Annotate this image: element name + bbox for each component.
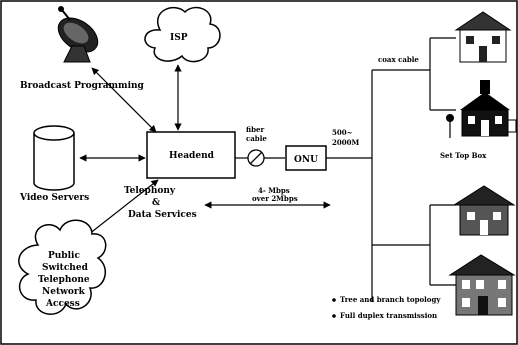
- set-top-box-label: Set Top Box: [440, 151, 487, 160]
- satellite-dish-icon: [52, 6, 104, 62]
- pstn-label-line4: Network: [42, 287, 86, 297]
- house-icon: [456, 12, 510, 62]
- isp-label: ISP: [170, 33, 188, 43]
- bullet-list: Tree and branch topology Full duplex tra…: [332, 295, 441, 320]
- two-story-house-icon: [450, 255, 514, 315]
- freq-label-line2: 2000M: [332, 138, 359, 147]
- bullet-tree-topology: Tree and branch topology: [340, 295, 441, 304]
- pstn-label-line5: Access: [45, 299, 80, 309]
- freq-label-line1: 500~: [332, 128, 353, 137]
- speed-label-line2: over 2Mbps: [252, 194, 298, 203]
- bullet-full-duplex: Full duplex transmission: [340, 311, 437, 320]
- pstn-label-line1: Public: [48, 251, 80, 261]
- bullet-dot: [332, 298, 336, 302]
- database-cylinder-icon: [34, 126, 74, 190]
- telephony-label-line2: &: [152, 198, 160, 208]
- splitter-icon: [248, 150, 264, 166]
- coax-cable-label: coax cable: [378, 55, 419, 64]
- broadcast-programming-label: Broadcast Programming: [20, 81, 145, 91]
- schoolhouse-icon: [446, 80, 516, 138]
- bullet-dot: [332, 314, 336, 318]
- fiber-label-line1: fiber: [246, 125, 264, 134]
- video-servers-label: Video Servers: [19, 193, 89, 203]
- broadcast-link-arrow: [92, 68, 156, 132]
- telephony-label-line3: Data Services: [128, 210, 197, 220]
- pstn-label-line3: Telephone: [38, 275, 90, 285]
- onu-label: ONU: [294, 155, 318, 165]
- pstn-label-line2: Switched: [42, 263, 89, 273]
- fiber-label-line2: cable: [246, 134, 267, 143]
- house-icon: [454, 186, 514, 235]
- telephony-label-line1: Telephony: [124, 186, 176, 196]
- headend-label: Headend: [169, 151, 215, 161]
